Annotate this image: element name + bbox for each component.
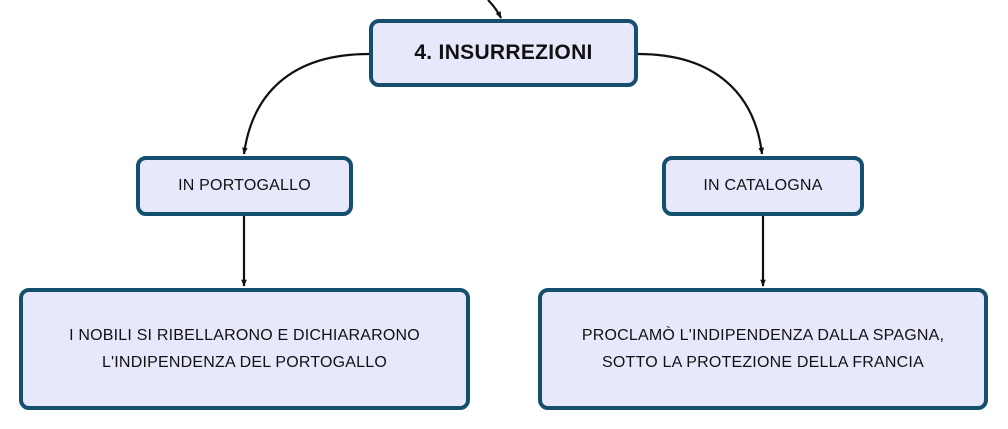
title-node: 4. INSURREZIONI xyxy=(369,19,638,87)
connector-title-to-catalogna xyxy=(637,52,765,155)
detail-node-catalogna: PROCLAMÒ L'INDIPENDENZA DALLA SPAGNA, SO… xyxy=(538,288,988,410)
branch-node-catalogna: IN CATALOGNA xyxy=(662,156,864,216)
branch-label-catalogna: IN CATALOGNA xyxy=(703,177,823,194)
detail-line: I NOBILI SI RIBELLARONO E DICHIARARONO xyxy=(69,327,420,344)
connector-title-to-portogallo xyxy=(242,52,370,155)
detail-line: PROCLAMÒ L'INDIPENDENZA DALLA SPAGNA, xyxy=(581,327,945,344)
detail-line: SOTTO LA PROTEZIONE DELLA FRANCIA xyxy=(602,354,924,371)
title-node-label: 4. INSURREZIONI xyxy=(414,41,593,64)
branch-label-portogallo: IN PORTOGALLO xyxy=(178,177,311,194)
detail-line: L'INDIPENDENZA DEL PORTOGALLO xyxy=(101,354,388,371)
incoming-connector xyxy=(487,0,502,19)
branch-node-portogallo: IN PORTOGALLO xyxy=(136,156,353,216)
detail-node-portogallo: I NOBILI SI RIBELLARONO E DICHIARARONO L… xyxy=(19,288,470,410)
detail-text-catalogna: PROCLAMÒ L'INDIPENDENZA DALLA SPAGNA, SO… xyxy=(582,322,944,376)
detail-text-portogallo: I NOBILI SI RIBELLARONO E DICHIARARONO L… xyxy=(69,322,420,376)
